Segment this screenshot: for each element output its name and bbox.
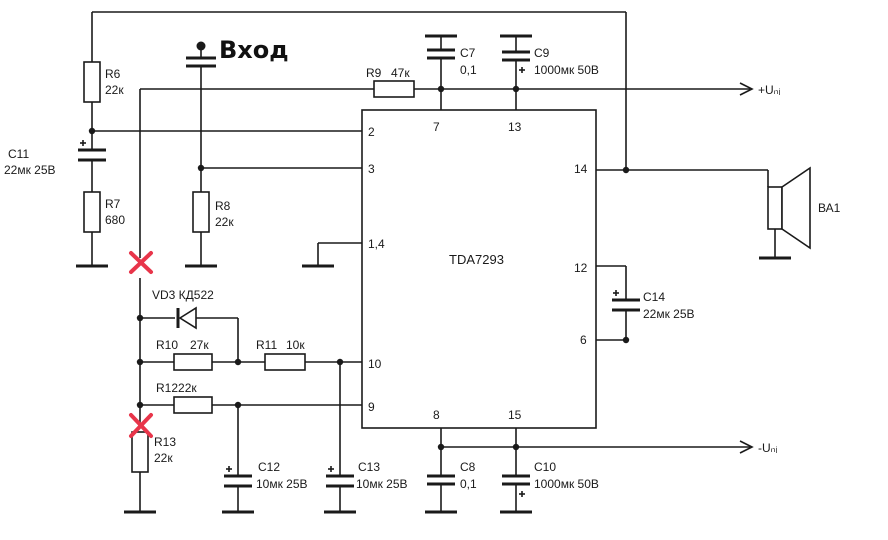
pin-7: 7 (433, 120, 440, 134)
chip-name: TDA7293 (449, 252, 504, 267)
r8-name: R8 (215, 199, 231, 213)
pin-9: 9 (368, 400, 375, 414)
c10-value: 1000мк 50В (534, 477, 599, 491)
ba1-name: ВА1 (818, 201, 841, 215)
c8-value: 0,1 (460, 477, 477, 491)
c7-value: 0,1 (460, 63, 477, 77)
pin-14: 14 (574, 162, 588, 176)
r6-name: R6 (105, 67, 121, 81)
r12-resistor (173, 396, 213, 414)
r13-name: R13 (154, 435, 176, 449)
c12-value: 10мк 25В (256, 477, 308, 491)
r7-name: R7 (105, 197, 121, 211)
c9-value: 1000мк 50В (534, 63, 599, 77)
r11-value: 10к (286, 338, 305, 352)
minus-rail-label: -Uₙᵢ (758, 441, 777, 455)
speaker-ba1 (767, 166, 811, 250)
input-capacitor (186, 56, 216, 68)
c14-name: C14 (643, 290, 665, 304)
r7-resistor (83, 191, 101, 233)
pin-3: 3 (368, 162, 375, 176)
red-cross-lower (129, 413, 153, 438)
r9-name: R9 (366, 66, 382, 80)
r13-resistor (131, 431, 149, 473)
c10-name: C10 (534, 460, 556, 474)
input-terminal (196, 41, 206, 51)
red-cross-upper (129, 251, 153, 274)
r11-name: R11 (256, 338, 277, 352)
c14-value: 22мк 25В (643, 307, 695, 321)
r6-resistor (83, 61, 101, 103)
r13-value: 22к (154, 451, 173, 465)
c9-name: C9 (534, 46, 550, 60)
r8-resistor (192, 191, 210, 233)
c13-value: 10мк 25В (356, 477, 408, 491)
r6-value: 22к (105, 83, 124, 97)
pin-8: 8 (433, 408, 440, 422)
input-label: Вход (219, 36, 289, 64)
pin-13: 13 (508, 120, 522, 134)
tda7293-chip (361, 109, 597, 429)
r10-value: 27к (190, 338, 209, 352)
pin-10: 10 (368, 357, 382, 371)
r10-resistor (173, 353, 213, 371)
r8-value: 22к (215, 215, 234, 229)
pin-2: 2 (368, 125, 375, 139)
c7-name: C7 (460, 46, 476, 60)
vd3-name: VD3 КД522 (152, 288, 214, 302)
minus-rail-arrow (739, 440, 754, 454)
feedback-loop-wire (91, 11, 627, 170)
r10-name: R10 (156, 338, 178, 352)
r12-name: R1222к (156, 381, 197, 395)
plus-rail-label: +Uₙᵢ (758, 83, 780, 97)
pin-12: 12 (574, 261, 588, 275)
c11-name: C11 (8, 147, 29, 161)
vd3-diode (176, 306, 197, 330)
r11-resistor (264, 353, 306, 371)
c7-capacitor (427, 48, 455, 60)
c8-name: C8 (460, 460, 476, 474)
pin-6: 6 (580, 333, 587, 347)
r9-resistor (373, 80, 415, 98)
pin-15: 15 (508, 408, 522, 422)
r9-value: 47к (391, 66, 410, 80)
c12-name: C12 (258, 460, 280, 474)
pin-1-4: 1,4 (368, 237, 385, 251)
c13-name: C13 (358, 460, 380, 474)
plus-rail-arrow (739, 82, 754, 96)
r7-value: 680 (105, 213, 125, 227)
c11-value: 22мк 25В (4, 163, 56, 177)
c8-capacitor (427, 474, 455, 486)
